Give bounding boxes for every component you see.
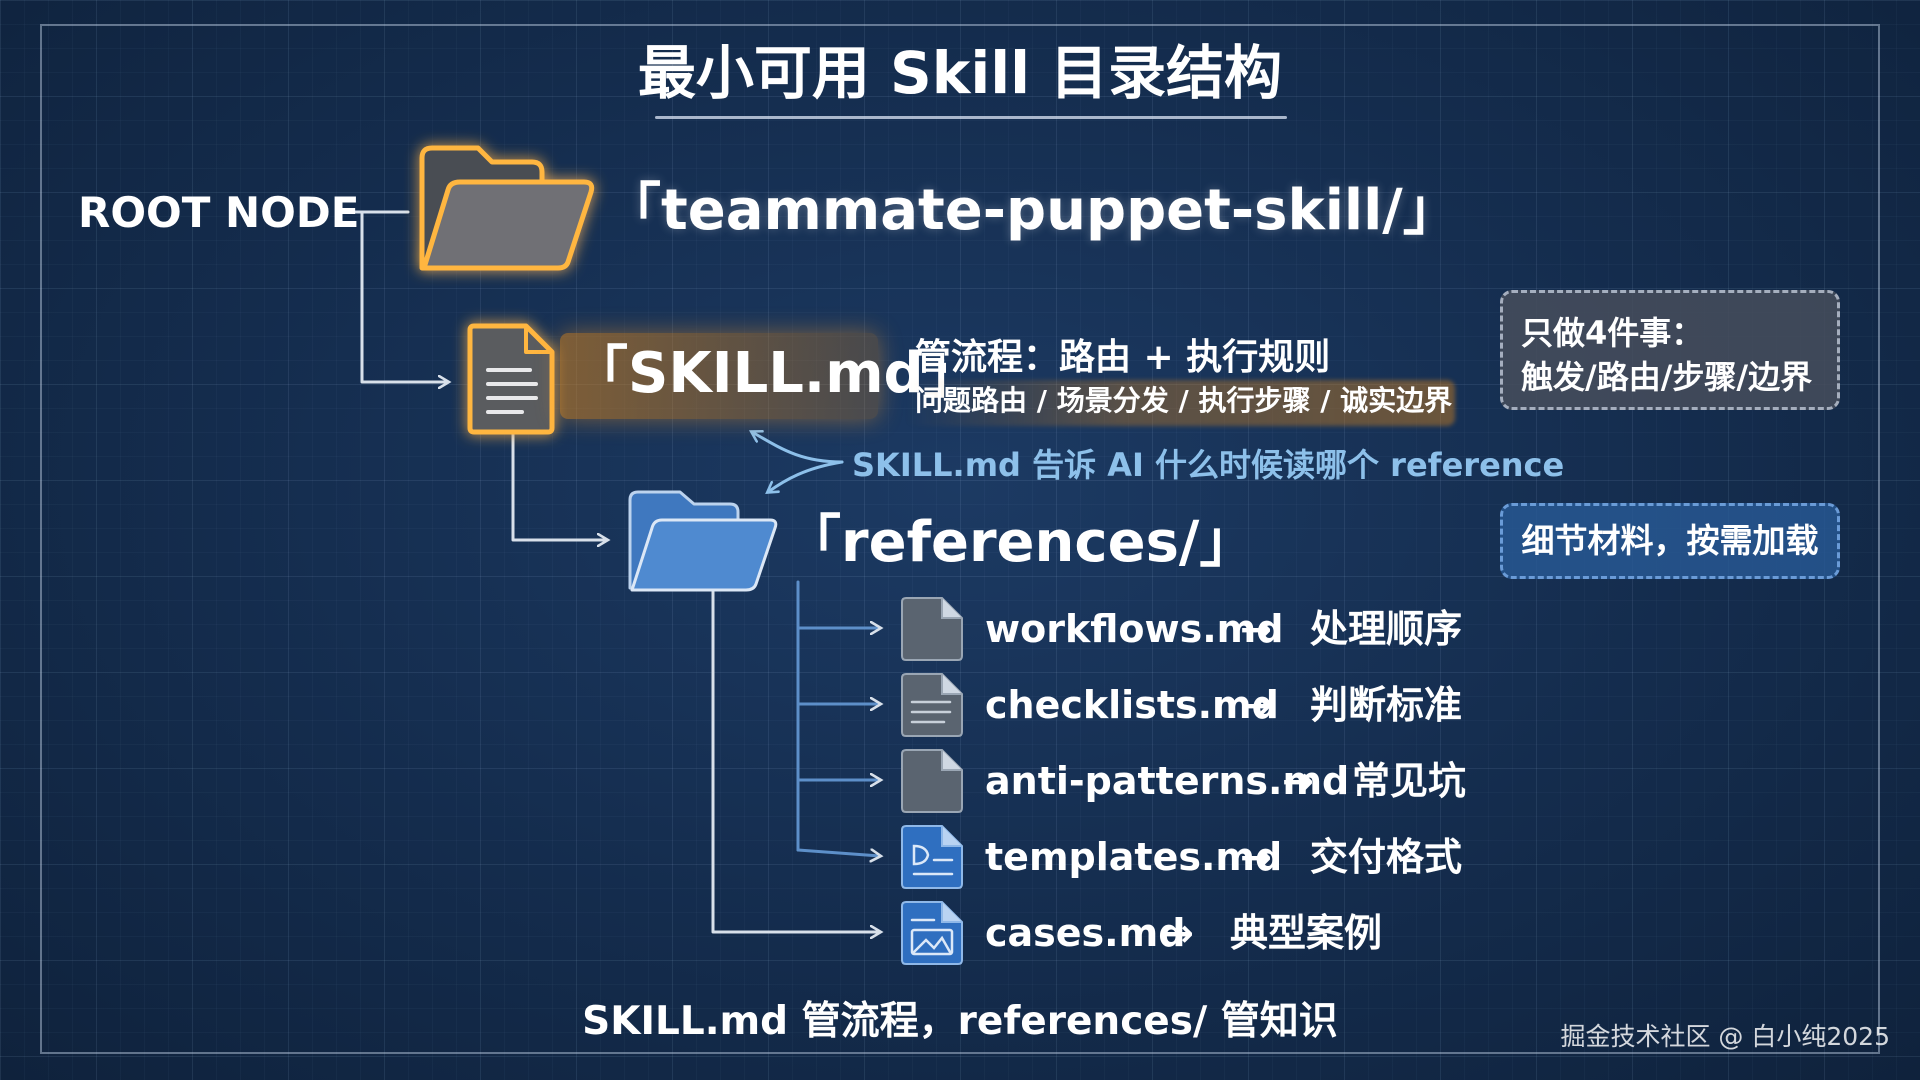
four-things-heading: 只做4件事：: [1521, 314, 1704, 352]
cases-image-document-icon: [901, 901, 963, 965]
reference-file-arrow: →: [1240, 607, 1272, 651]
skill-note-curved-arrow-lower: [768, 460, 844, 492]
skill-file-name: 「SKILL.md」: [572, 341, 980, 406]
root-folder-icon: [419, 145, 595, 271]
references-folder-name: 「references/」: [785, 510, 1256, 575]
root-node-label: ROOT NODE: [78, 188, 360, 237]
diagram-title: 最小可用 Skill 目录结构: [637, 39, 1283, 107]
templates-template-document-icon: [901, 825, 963, 889]
templates-connector: [796, 850, 880, 856]
reference-file-meaning: 处理顺序: [1310, 607, 1463, 651]
anti-patterns-blank-document-icon: [901, 749, 963, 813]
reference-file-name: templates.md: [985, 835, 1283, 879]
root-to-skill-connector: [360, 210, 448, 382]
reference-file-meaning: 判断标准: [1310, 683, 1463, 727]
skill-document-icon: [467, 323, 555, 435]
diagram-frame: [40, 24, 1880, 1054]
details-note-box: 细节材料，按需加载: [1500, 503, 1840, 579]
reference-file-name: cases.md: [985, 911, 1186, 955]
four-things-note-box: 只做4件事： 触发/路由/步骤/边界: [1500, 290, 1840, 410]
reference-file-meaning: 常见坑: [1352, 759, 1467, 803]
reference-file-meaning: 交付格式: [1310, 835, 1463, 879]
watermark: 掘金技术社区 @ 白小纯2025: [1560, 1022, 1890, 1051]
reference-file-name: anti-patterns.md: [985, 759, 1350, 803]
title-underline: [655, 116, 1287, 119]
skill-file-detail: 问题路由 / 场景分发 / 执行步骤 / 诚实边界: [915, 384, 1453, 417]
skill-detail-highlight: [905, 380, 1455, 426]
references-folder-icon: [628, 490, 778, 592]
skill-to-references-connector: [511, 428, 607, 540]
reference-file-arrow: →: [1282, 759, 1314, 803]
four-things-list: 触发/路由/步骤/边界: [1521, 358, 1813, 396]
root-folder-name: 「teammate-puppet-skill/」: [605, 178, 1459, 243]
reference-file-name: workflows.md: [985, 607, 1284, 651]
skill-reference-note: SKILL.md 告诉 AI 什么时候读哪个 reference: [852, 446, 1565, 484]
skill-name-highlight: [560, 333, 878, 419]
checklists-text-document-icon: [901, 673, 963, 737]
workflows-blank-document-icon: [901, 597, 963, 661]
references-to-cases-connector: [711, 590, 880, 932]
skill-file-role: 管流程：路由 + 执行规则: [915, 337, 1331, 378]
reference-file-name: checklists.md: [985, 683, 1279, 727]
reference-file-meaning: 典型案例: [1230, 911, 1383, 955]
footer-summary: SKILL.md 管流程，references/ 管知识: [582, 999, 1338, 1044]
reference-file-arrow: →: [1240, 683, 1272, 727]
reference-file-arrow: →: [1240, 835, 1272, 879]
skill-note-curved-arrow: [752, 432, 844, 464]
reference-file-arrow: →: [1162, 911, 1194, 955]
